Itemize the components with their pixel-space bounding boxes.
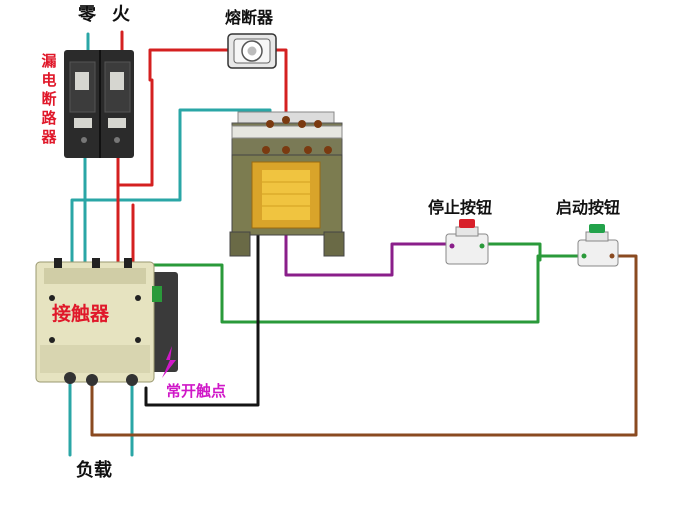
no-contact-pointer [162, 346, 176, 378]
live-label: 火 [112, 4, 130, 25]
stop-button-label: 停止按钮 [428, 198, 493, 217]
fuse-icon[interactable] [227, 33, 277, 69]
fuse-label: 熔断器 [225, 8, 274, 27]
transformer-icon[interactable] [229, 111, 345, 257]
control-wire-green-loop [148, 254, 580, 324]
load-label: 负载 [76, 460, 112, 481]
live-wire-to-fuse [148, 48, 232, 82]
neutral-label: 零 [78, 4, 96, 25]
stop-button-icon[interactable] [445, 219, 489, 265]
breaker-icon[interactable] [64, 50, 134, 158]
no-contact-label: 常开触点 [166, 382, 227, 400]
start-button-icon[interactable] [577, 224, 619, 267]
wires [68, 30, 638, 457]
control-wire-brown [90, 254, 638, 437]
contactor-label: 接触器 [52, 303, 110, 325]
breaker-label: 漏电断路器 [41, 52, 57, 146]
live-wire-branch [116, 78, 154, 187]
control-wire-purple [284, 158, 448, 277]
control-wire-black [144, 146, 260, 407]
start-button-label: 启动按钮 [556, 198, 621, 217]
control-wire-green-buttons [486, 242, 542, 262]
contactor-icon[interactable] [35, 258, 178, 386]
